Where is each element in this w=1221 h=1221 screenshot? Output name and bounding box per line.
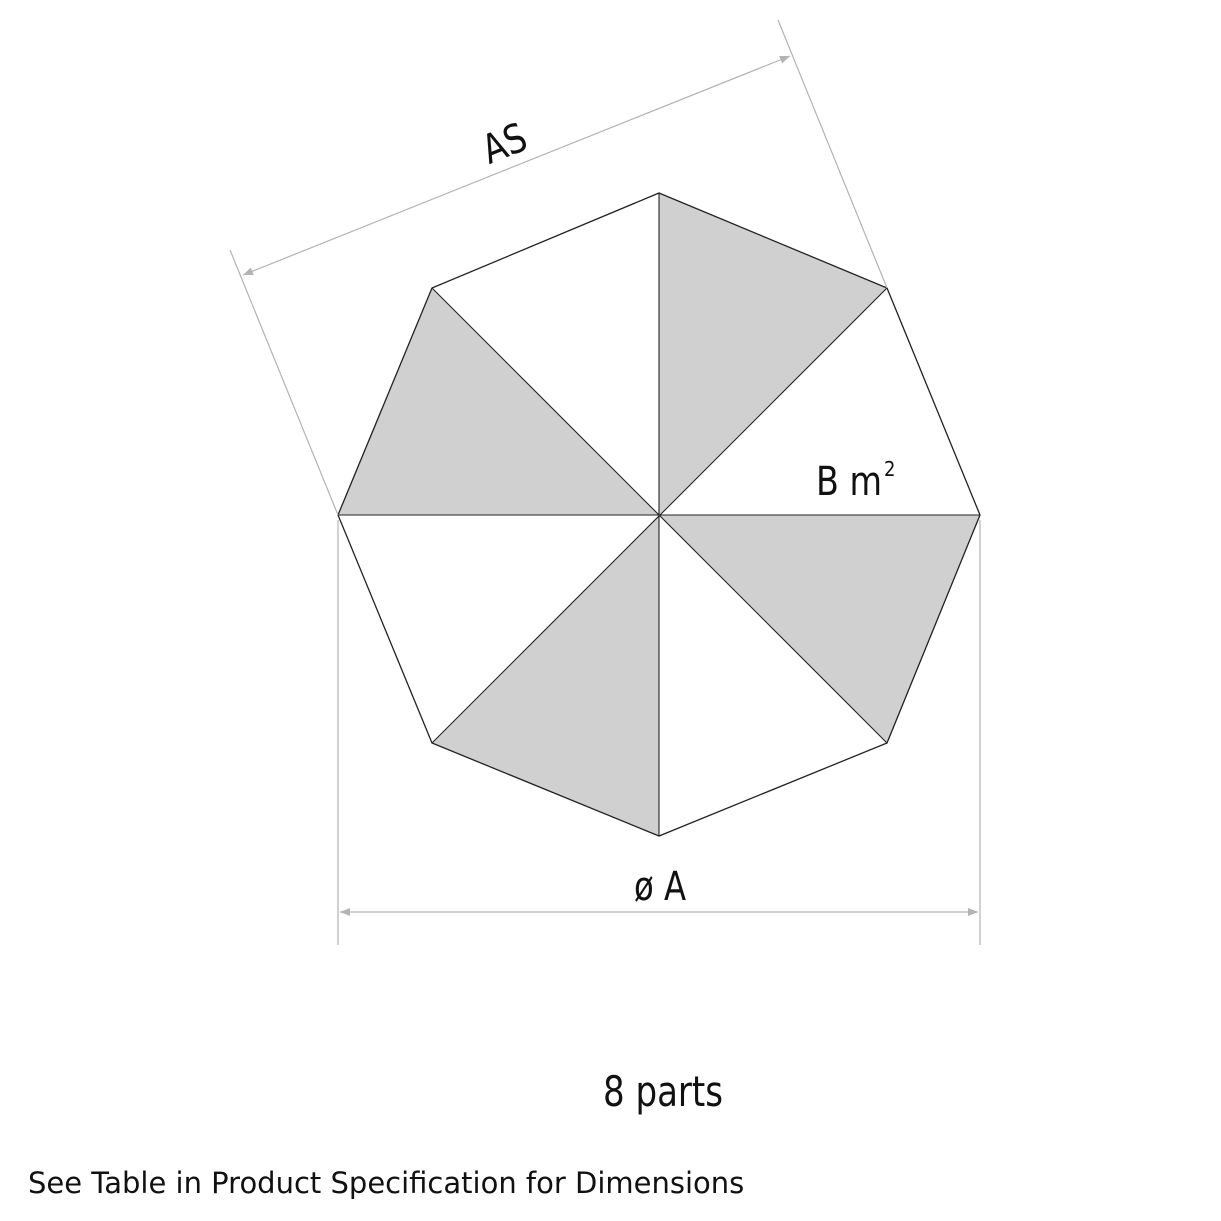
- side-dimension-label: AS: [476, 115, 534, 174]
- extension-line: [777, 19, 888, 289]
- panel-shaded: [432, 515, 659, 836]
- panel-ribs: [338, 193, 980, 836]
- area-label: B m: [816, 459, 882, 505]
- parts-label: 8 parts: [603, 1067, 723, 1116]
- area-superscript: 2: [884, 457, 895, 481]
- diameter-label: ø A: [634, 864, 686, 910]
- footer-note: See Table in Product Specification for D…: [28, 1166, 745, 1200]
- panel-shaded: [659, 515, 980, 743]
- dimension-line-as: [242, 55, 791, 276]
- panel-shaded: [338, 288, 659, 515]
- extension-line: [229, 249, 339, 516]
